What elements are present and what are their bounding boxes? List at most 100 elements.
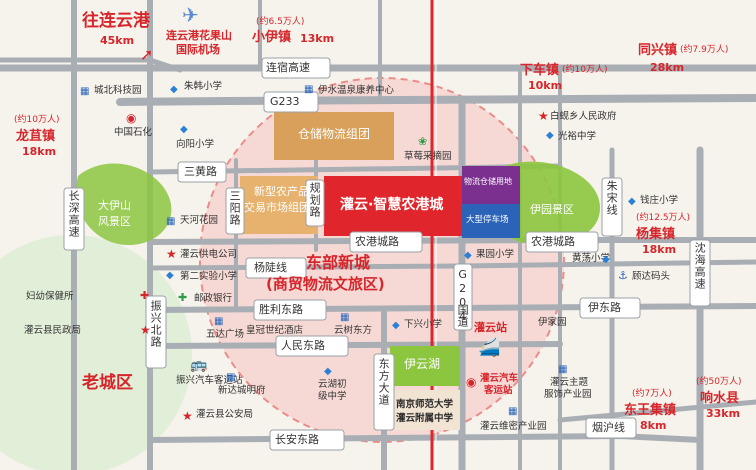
dest-lianyungang-dist: 45km [100, 34, 135, 47]
poi-yunhu-chu-1: 云湖初 [318, 379, 347, 390]
road-g204-a: G204 [456, 268, 470, 324]
government-icon: ★ [140, 323, 151, 337]
poi-bus-station-2b: 客运站 [484, 385, 513, 396]
dest-yangji-dist: 18km [642, 243, 677, 256]
plaza-icon: ▦ [214, 316, 224, 327]
road-label-boxes [63, 57, 711, 451]
zone-farm-market-2: 交易市场组团 [244, 201, 310, 214]
yiyuan-park [493, 161, 600, 245]
building-icon: ▦ [558, 364, 568, 375]
zone-east-new-1: 东部新城 [306, 253, 371, 272]
dest-xiaoyi-dist: 13km [300, 32, 335, 45]
road-nonggang-west: 农港城路 [355, 235, 399, 248]
poi-njnu-2: 灌云附属中学 [396, 413, 454, 424]
poi-yunhu-chu-2: 级中学 [318, 391, 347, 402]
smart-port-zone [324, 176, 464, 236]
yiyunhu-zone [390, 346, 460, 386]
poi-guangyu: 光裕中学 [558, 131, 597, 142]
school-icon: ◆ [324, 366, 332, 377]
poi-huangzhuang: 黄荡小学 [572, 253, 611, 264]
police-icon: ★ [182, 409, 193, 423]
poi-youzheng: 邮政银行 [194, 293, 233, 304]
road-lianxiu: 连宿高速 [266, 61, 310, 74]
road-sanhuang: 三黄路 [184, 165, 217, 178]
zone-logistics-land: 物流仓储用地 [464, 177, 512, 186]
dest-dongwangji-pop: (约7万人) [632, 389, 672, 399]
poi-xiangyang: 向阳小学 [176, 139, 215, 150]
hospital-icon: ✚ [140, 289, 150, 302]
road-zhusong: 朱宋线 [605, 180, 619, 216]
building-icon: ▦ [508, 406, 518, 417]
old-town-area [0, 235, 192, 470]
poi-sinopec: 中国石化 [114, 127, 153, 138]
dest-xiache-dist: 10km [528, 79, 563, 92]
zone-smart-port: 灌云·智慧农港城 [340, 197, 444, 213]
road-yangtang: 杨陡线 [254, 261, 287, 274]
gas-station-icon: ◉ [126, 111, 137, 125]
school-icon: ◆ [602, 254, 610, 265]
bank-icon: ✚ [178, 291, 188, 304]
road-dongfang: 东方大道 [377, 358, 391, 406]
poi-wuda: 五达广场 [206, 329, 245, 340]
poi-jiayuan: 伊家园 [538, 317, 567, 328]
poi-fuyou: 妇幼保健所 [26, 291, 74, 302]
dest-xiangshui-pop: (约50万人) [696, 377, 742, 387]
dest-yangji-name: 杨集镇 [636, 227, 676, 242]
poi-police: 灌云县公安局 [196, 409, 254, 420]
poi-zhuhan: 朱韩小学 [184, 81, 223, 92]
dest-yangji-pop: (约12.5万人) [636, 213, 691, 223]
zone-old-town: 老城区 [82, 373, 133, 393]
poi-qianzhuang: 钱庄小学 [640, 195, 679, 206]
dest-xiangshui-name: 响水县 [700, 391, 740, 406]
bus-station-icon: ◉ [466, 375, 477, 389]
dest-lianyungang-name: 往连云港 [82, 11, 150, 31]
zone-yishan-1: 大伊山 [98, 199, 131, 212]
school-icon: ◆ [464, 250, 472, 261]
poi-guanyun-station: 灌云站 [474, 321, 507, 334]
airplane-icon: ✈ [182, 3, 199, 27]
dest-xiache-name: 下车镇 [520, 63, 560, 78]
dest-longju-pop: (约10万人) [14, 115, 60, 125]
school-icon: ◆ [392, 320, 400, 331]
poi-chengbei: 城北科技园 [94, 85, 142, 96]
poi-huangguan: 皇冠世纪酒店 [246, 325, 304, 336]
school-icon: ◆ [628, 196, 636, 207]
school-icon: ◆ [166, 270, 174, 281]
road-guihua: 规划路 [308, 182, 322, 218]
zone-parking: 大型停车场 [466, 215, 509, 225]
dayishan-park [76, 163, 172, 245]
dest-longju-dist: 18km [22, 145, 57, 158]
poi-bus-station-2a: 灌云汽车 [480, 373, 519, 384]
government-icon: ★ [538, 109, 549, 123]
poi-yishui: 伊水温泉康养中心 [318, 85, 395, 96]
zone-yishan-2: 风景区 [98, 215, 131, 228]
school-icon: ◆ [546, 130, 554, 141]
school-icon: ◆ [170, 84, 178, 95]
dest-xiaoyi-pop: (约6.5万人) [256, 17, 305, 27]
parking-zone [462, 204, 520, 238]
poi-caomei: 草莓采摘园 [404, 151, 452, 162]
dest-xiaoyi-name: 小伊镇 [252, 30, 292, 45]
road-yidong: 伊东路 [588, 301, 621, 314]
train-icon: 🚄 [478, 337, 501, 358]
poi-gongyuan: 灌云维密产业园 [480, 421, 547, 432]
dest-tongxing-pop: (约7.9万人) [680, 45, 729, 55]
dest-longju-name: 龙苴镇 [16, 129, 56, 144]
building-icon: ▦ [166, 216, 176, 227]
poi-njnu-1: 南京师范大学 [396, 399, 454, 410]
poi-xinchenglin: 新达城明府 [218, 385, 266, 396]
poi-guoyuan: 果园小学 [476, 249, 515, 260]
zone-warehouse: 仓储物流组团 [298, 127, 371, 141]
dest-dongwangji-dist: 8km [640, 419, 667, 432]
road-renmin: 人民东路 [281, 339, 325, 352]
building-icon: ▦ [304, 84, 314, 95]
building-icon: ▦ [226, 372, 236, 383]
park-icon: ❀ [418, 135, 428, 148]
poi-guda: 顾达码头 [632, 271, 671, 282]
road-changan: 长安东路 [275, 433, 319, 446]
bus-icon: 🚌 [190, 357, 208, 373]
poi-yunshu: 云树东方 [334, 325, 373, 336]
zone-yiyunhu: 伊云湖 [404, 357, 441, 371]
